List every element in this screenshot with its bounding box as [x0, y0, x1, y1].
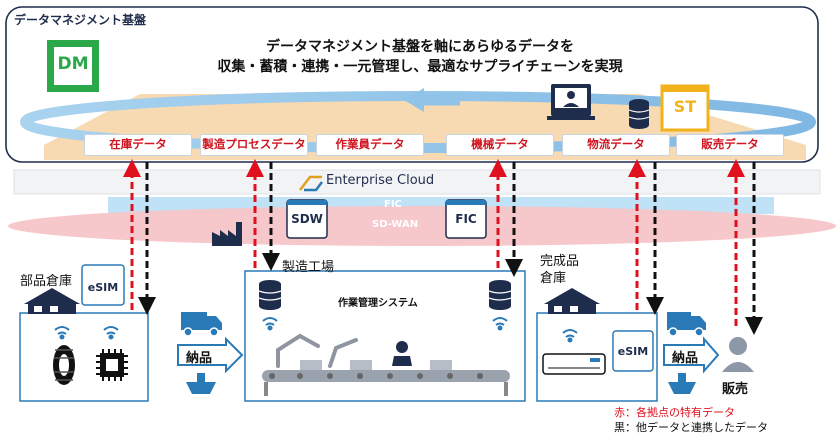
fic-badge-bar [446, 200, 486, 205]
warehouse-icon-parts [24, 288, 80, 314]
wifi-icon [103, 326, 119, 340]
warehouse-icon-finished [544, 288, 600, 314]
data-box-machine: 機械データ [446, 134, 554, 156]
chip-icon [96, 349, 128, 381]
data-box-worker: 作業員データ [316, 134, 424, 156]
fic-band-label: FIC [384, 199, 402, 210]
data-box-inventory: 在庫データ [84, 134, 192, 156]
truck-icon [667, 312, 706, 337]
dm-logo-text: DM [57, 54, 89, 74]
st-logo-band [662, 86, 708, 92]
delivery-label-right: 納品 [672, 351, 699, 366]
esim-text-parts: eSIM [87, 281, 119, 294]
ring-arrow-head-icon [404, 88, 424, 112]
esim-badge-parts [81, 264, 125, 306]
wifi-icon [562, 329, 578, 343]
sdw-badge-text: SDW [291, 212, 323, 226]
database-icon [258, 280, 282, 310]
robot-arm-icon [276, 333, 358, 368]
air-conditioner-icon [542, 353, 606, 375]
wifi-icon [54, 326, 70, 340]
truck-icon [181, 312, 222, 337]
tire-icon [53, 345, 75, 385]
data-box-process: 製造プロセスデータ [200, 134, 308, 156]
data-flow-arrows [123, 159, 763, 335]
factory-label: 製造工場 [282, 260, 335, 275]
finished-warehouse-label-1: 完成品 [540, 254, 580, 269]
tagline-line-1: データマネジメント基盤を軸にあらゆるデータを [266, 39, 574, 55]
sdwan-band-label: SD-WAN [372, 219, 419, 230]
wifi-icon [492, 317, 508, 331]
enterprise-cloud-logo-icon [299, 175, 323, 192]
st-logo-bg [660, 84, 710, 132]
factory-icon [212, 222, 242, 246]
sdw-badge-bar [287, 200, 327, 205]
customer-icon [722, 337, 754, 372]
data-box-sales: 販売データ [676, 134, 784, 156]
database-icon [488, 280, 512, 310]
platform-title: データマネジメント基盤 [14, 13, 147, 27]
worker-icon [392, 341, 412, 366]
legend-black: 黒：他データと連携したデータ [614, 421, 768, 434]
delivery-arrow-right [663, 336, 720, 374]
data-box-logistics: 物流データ [562, 134, 670, 156]
operator-monitor-icon [547, 84, 595, 120]
dm-logo-inner [54, 47, 92, 85]
ship-icon [186, 373, 216, 394]
ship-icon [668, 373, 696, 394]
parts-warehouse-label: 部品倉庫 [20, 274, 73, 289]
parts-warehouse-box [19, 312, 149, 402]
finished-warehouse-label-2: 倉庫 [540, 271, 567, 286]
delivery-arrow-left [177, 336, 244, 374]
sales-label: 販売 [722, 382, 749, 397]
database-icon [628, 99, 650, 129]
wifi-icon [262, 317, 278, 331]
tagline-line-2: 収集・蓄積・連携・一元管理し、最適なサプライチェーンを実現 [217, 59, 623, 75]
esim-text-finished: eSIM [617, 345, 649, 358]
fic-badge-text: FIC [455, 212, 477, 226]
work-system-label: 作業管理システム [338, 298, 418, 309]
enterprise-cloud-label: Enterprise Cloud [326, 173, 435, 188]
legend-red: 赤：各拠点の特有データ [614, 406, 735, 419]
st-logo-text: ST [673, 97, 697, 116]
esim-badge-finished [612, 330, 654, 372]
conveyor-line-icon [262, 360, 510, 396]
delivery-label-left: 納品 [186, 351, 213, 366]
